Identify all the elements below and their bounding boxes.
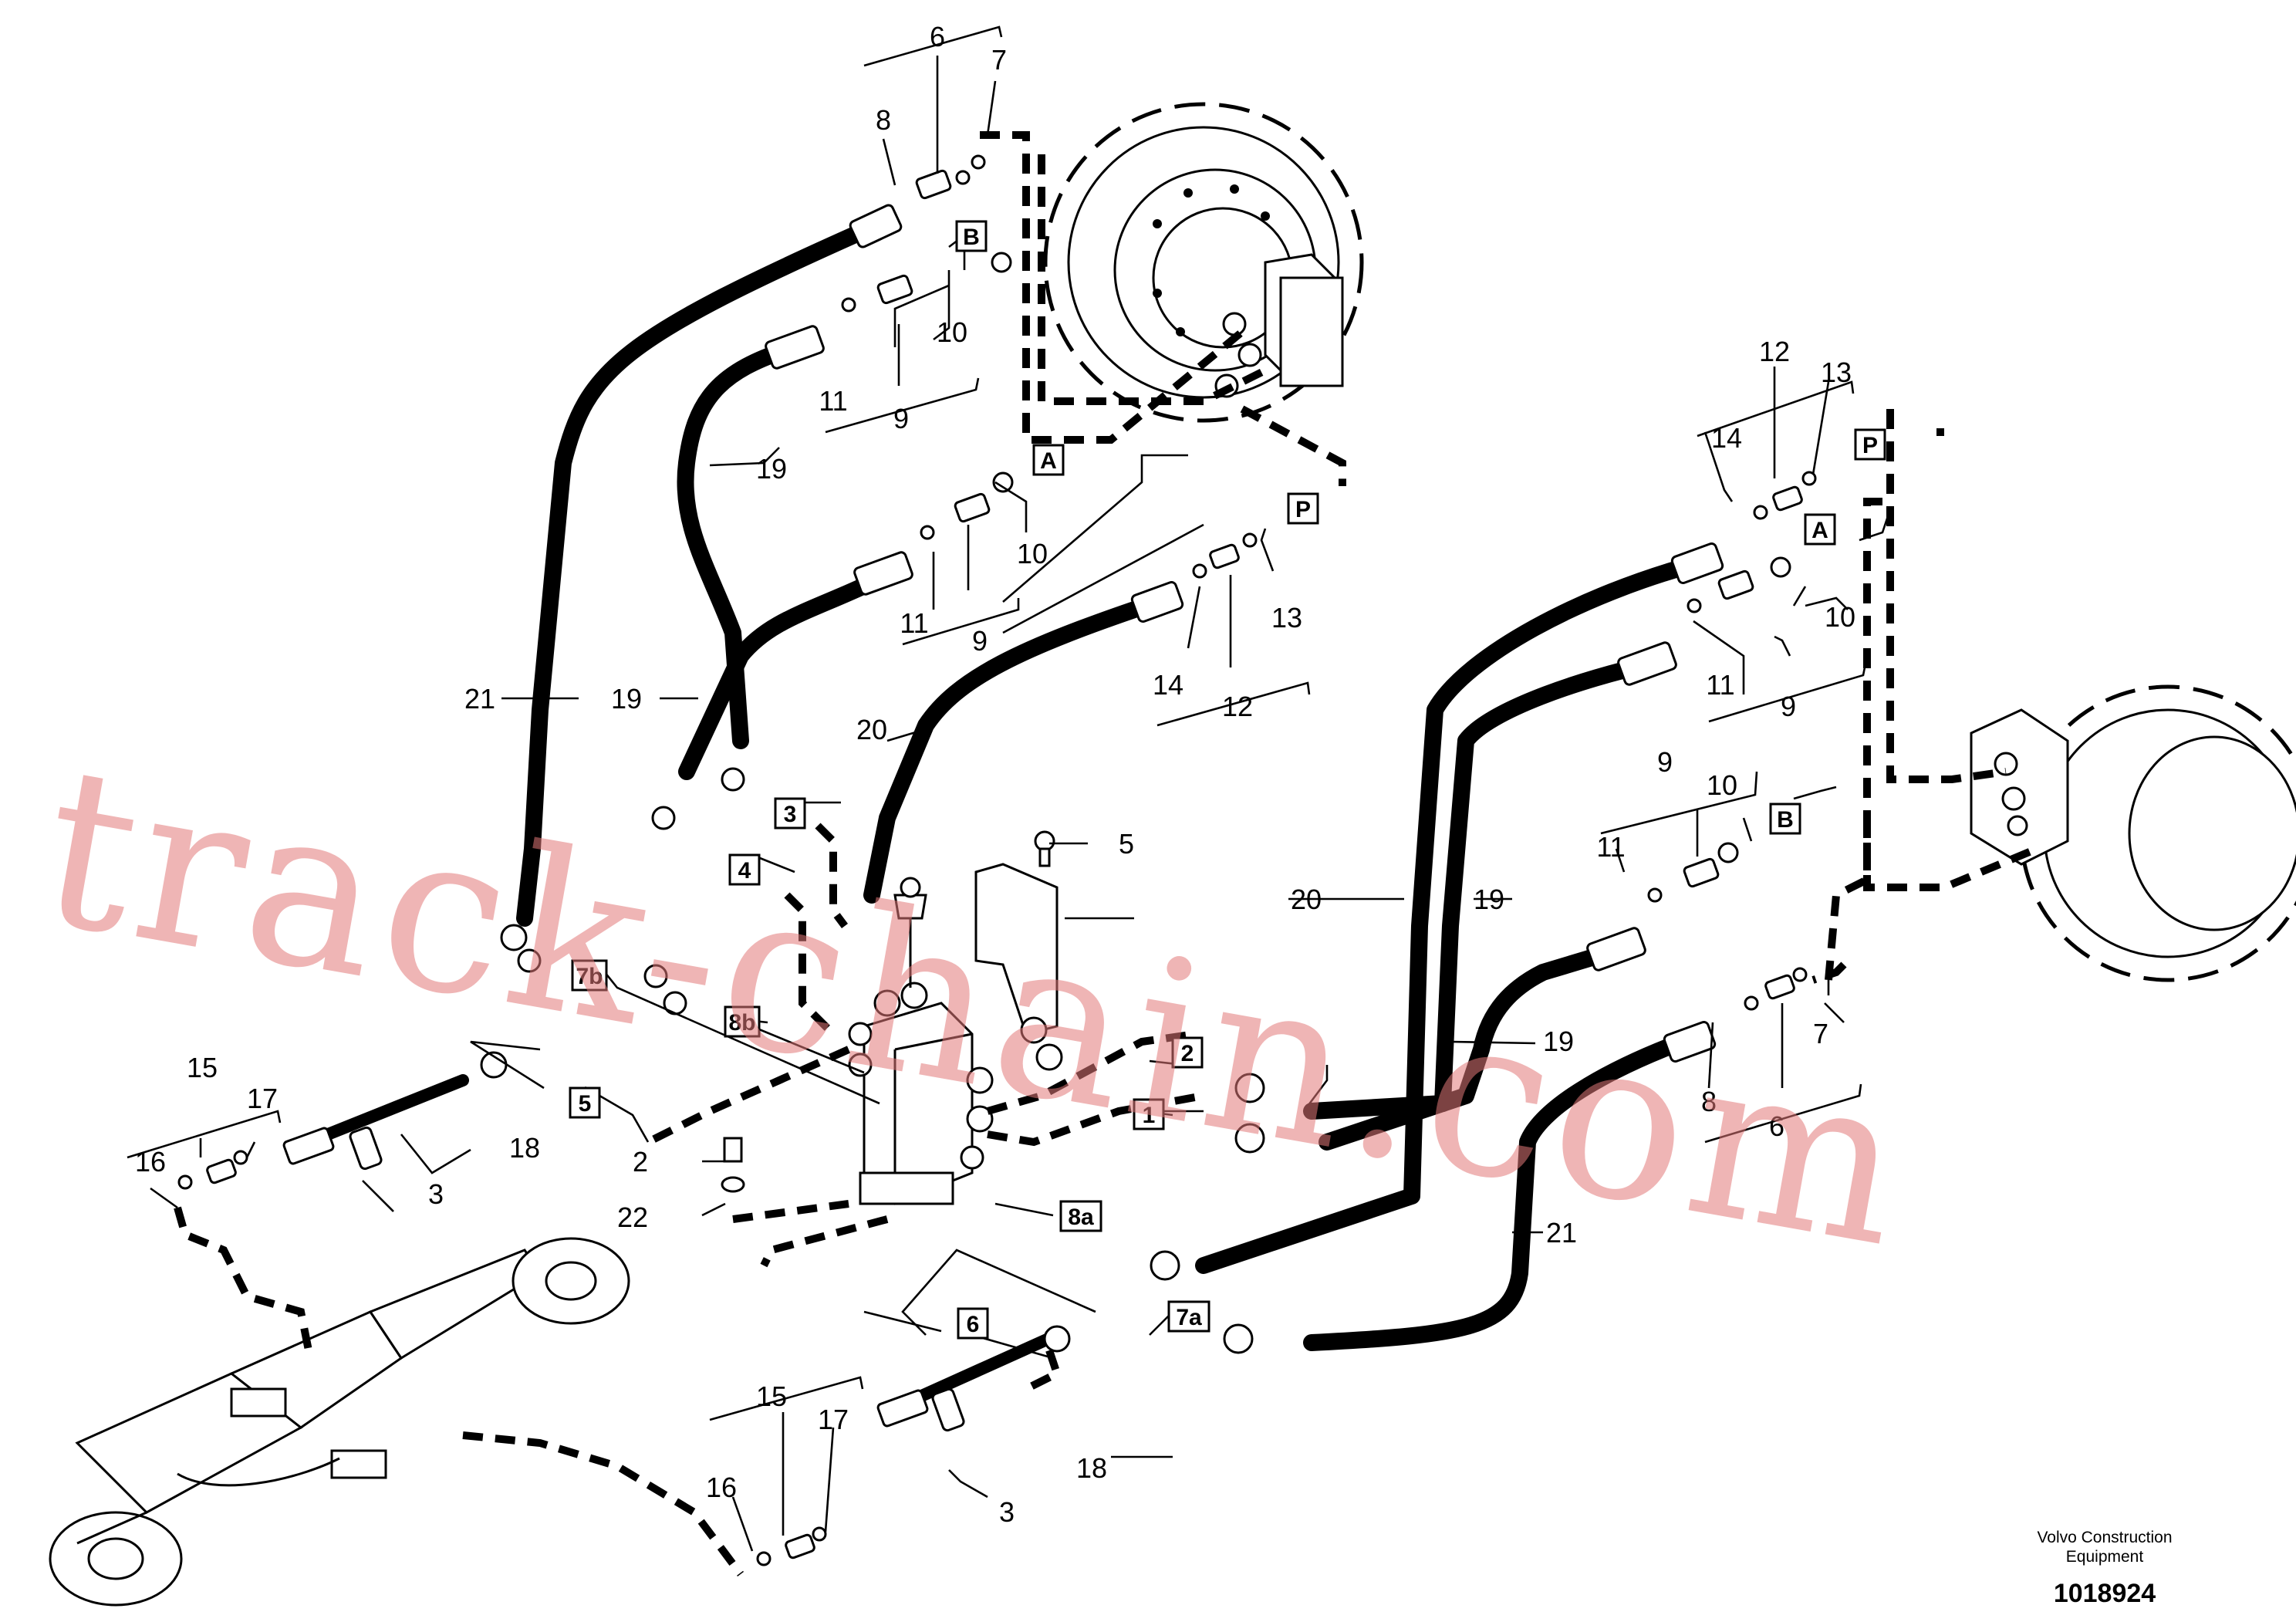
part-number: 11 <box>819 385 847 417</box>
part-number: 18 <box>509 1132 540 1164</box>
travel-motor-upper <box>1043 102 1364 423</box>
part-number: 12 <box>1759 336 1790 367</box>
box-label-7a: 7a <box>1176 1305 1202 1330</box>
part-number: 10 <box>1825 601 1855 633</box>
part-number: 22 <box>617 1201 648 1233</box>
part-number: 16 <box>135 1146 166 1178</box>
box-label-B-right: B <box>1777 807 1794 833</box>
part-number: 21 <box>464 683 495 715</box>
travel-motor-lower <box>1970 684 2296 982</box>
part-number: 14 <box>1711 422 1742 454</box>
part-number: 9 <box>893 403 909 434</box>
part-number: 7 <box>1813 1018 1828 1049</box>
part-number: 18 <box>1076 1452 1107 1484</box>
part-number: 15 <box>756 1380 787 1412</box>
box-label-P-right: P <box>1862 433 1878 458</box>
company-name: Volvo Construction Equipment <box>1989 1528 2220 1566</box>
part-number: 9 <box>1781 691 1796 722</box>
fittings <box>177 154 1817 1566</box>
box-label-6: 6 <box>967 1312 980 1337</box>
swivel-block <box>721 830 1059 1205</box>
part-number: 19 <box>756 453 787 485</box>
box-label-4: 4 <box>738 858 751 884</box>
box-label-7b: 7b <box>576 964 603 989</box>
part-number: 10 <box>1707 769 1737 801</box>
box-label-B-top: B <box>963 225 980 250</box>
part-number: 8 <box>1701 1086 1717 1117</box>
part-number: 7 <box>991 44 1007 76</box>
part-number: 17 <box>247 1083 278 1114</box>
part-number: 9 <box>972 625 988 657</box>
part-number: 19 <box>1543 1026 1574 1057</box>
part-number: 11 <box>1596 831 1625 863</box>
part-number: 14 <box>1153 669 1183 701</box>
dashed-lines <box>174 131 2038 1576</box>
company-name-line2: Equipment <box>2065 1548 2144 1566</box>
company-name-line1: Volvo Construction <box>2037 1529 2173 1546</box>
part-number: 5 <box>1119 828 1134 860</box>
part-number: 10 <box>937 316 967 348</box>
part-number: 13 <box>1271 602 1302 634</box>
box-label-A-right: A <box>1811 518 1828 543</box>
box-label-3: 3 <box>784 802 797 827</box>
part-number: 2 <box>633 1146 648 1178</box>
part-number: 19 <box>611 683 642 715</box>
box-label-P-top: P <box>1295 497 1311 522</box>
part-number: 10 <box>1017 538 1048 569</box>
part-number: 6 <box>1769 1110 1784 1142</box>
part-number: 11 <box>900 607 928 639</box>
document-number: 1018924 <box>2053 1579 2156 1608</box>
box-labels: B A P 3 4 7b 8b 5 8a 7a 6 1 2 P A B <box>569 220 1886 1340</box>
part-number: 20 <box>1291 884 1322 915</box>
part-number: 16 <box>706 1472 737 1503</box>
part-number: 3 <box>428 1178 444 1210</box>
box-label-8b: 8b <box>728 1010 755 1036</box>
part-number: 3 <box>999 1496 1015 1528</box>
part-number: 15 <box>187 1052 218 1083</box>
box-label-1: 1 <box>1143 1103 1156 1128</box>
part-number: 12 <box>1222 691 1253 722</box>
box-label-8a: 8a <box>1068 1205 1094 1230</box>
part-number: 20 <box>856 714 887 745</box>
part-number: 8 <box>876 104 891 136</box>
hydraulic-cylinder <box>49 1237 630 1607</box>
part-number: 11 <box>1706 669 1734 701</box>
box-label-2: 2 <box>1181 1041 1194 1066</box>
part-number: 21 <box>1546 1217 1577 1249</box>
part-number: 17 <box>818 1404 849 1435</box>
part-number: 9 <box>1657 746 1673 778</box>
box-label-5: 5 <box>579 1091 592 1117</box>
part-number: 19 <box>1474 884 1504 915</box>
hoses <box>302 215 1706 1411</box>
part-number: 6 <box>930 21 945 52</box>
part-number: 13 <box>1821 357 1852 388</box>
part-numbers: 6 7 8 10 11 9 19 10 11 9 14 12 13 21 19 … <box>135 21 1855 1528</box>
box-label-A-top: A <box>1040 448 1057 474</box>
